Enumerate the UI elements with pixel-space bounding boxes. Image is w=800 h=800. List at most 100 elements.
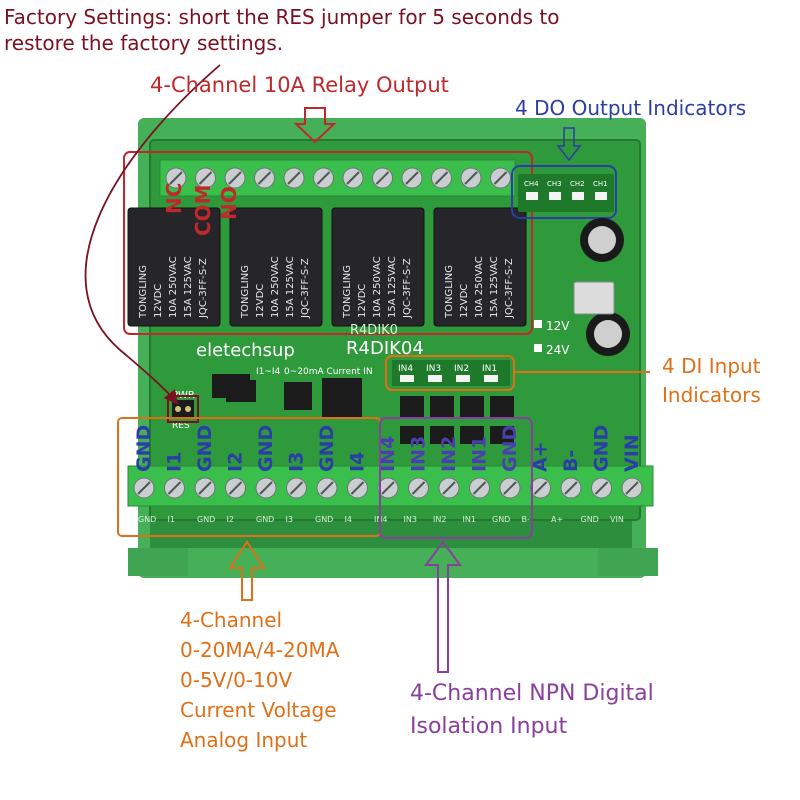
terminal-label: I1 bbox=[164, 452, 186, 472]
silk-label: I1 bbox=[168, 515, 175, 524]
silk-label: B- bbox=[522, 515, 530, 524]
silk-label: IN1 bbox=[463, 515, 476, 524]
do-label: CH4 bbox=[524, 180, 539, 188]
optocoupler bbox=[490, 426, 514, 444]
silk-label: I3 bbox=[286, 515, 293, 524]
relay-marking: TONGLING bbox=[138, 265, 149, 319]
relays: TONGLING 12VDC 10A 250VAC 15A 125VAC JQC-3FF… bbox=[127, 207, 527, 327]
silk-i-range: I1~I4 bbox=[256, 367, 281, 377]
do-led bbox=[572, 192, 584, 200]
factory-line-1: Factory Settings: short the RES jumper f… bbox=[4, 5, 560, 29]
res-highlight bbox=[167, 395, 199, 423]
optocoupler bbox=[400, 426, 424, 444]
relay-marking: 12VDC bbox=[153, 284, 164, 318]
terminal-label: IN4 bbox=[377, 436, 399, 472]
silk-label: GND bbox=[197, 515, 215, 524]
silk-label: GND bbox=[256, 515, 274, 524]
terminal-label: A+ bbox=[530, 441, 552, 472]
npn-line-2: Isolation Input bbox=[410, 714, 568, 739]
relay-marking: 15A 125VAC bbox=[489, 256, 500, 318]
relay-marking: 10A 250VAC bbox=[168, 256, 179, 318]
di-led bbox=[428, 375, 442, 382]
terminal-label: GND bbox=[591, 425, 613, 472]
relay-marking: 10A 250VAC bbox=[372, 256, 383, 318]
regulator bbox=[573, 281, 615, 315]
terminal-label: I4 bbox=[347, 452, 369, 472]
terminal-label: IN2 bbox=[438, 436, 460, 472]
analog-line: Analog Input bbox=[180, 728, 308, 752]
analog-input-label: 4-Channel 0-20MA/4-20MA 0-5V/0-10V Curre… bbox=[180, 605, 339, 755]
silk-label: GND bbox=[315, 515, 333, 524]
silk-current-in: 0~20mA Current IN bbox=[284, 367, 373, 377]
npn-arrow bbox=[424, 540, 462, 673]
top-screws bbox=[165, 167, 511, 189]
relay-markings: TONGLING 12VDC 10A 250VAC 15A 125VAC JQC-3FF… bbox=[138, 256, 209, 319]
optocoupler bbox=[490, 396, 514, 418]
optocoupler bbox=[430, 426, 454, 444]
terminal-label: GND bbox=[255, 425, 277, 472]
silk-label: I4 bbox=[345, 515, 352, 524]
do-arrow bbox=[556, 127, 582, 162]
ic-2 bbox=[284, 382, 312, 410]
di-label: IN2 bbox=[454, 364, 469, 374]
terminal-label: IN3 bbox=[408, 436, 430, 472]
analog-line: Current Voltage bbox=[180, 698, 337, 722]
relay-marking: 10A 250VAC bbox=[474, 256, 485, 318]
label-12v: 12V bbox=[546, 319, 570, 333]
optocoupler bbox=[460, 396, 484, 418]
relay-term-no: NO bbox=[217, 186, 241, 220]
di-indicators-label: 4 DI Input Indicators bbox=[662, 352, 761, 410]
terminal-label: I3 bbox=[286, 452, 308, 472]
silk-label: IN2 bbox=[433, 515, 446, 524]
silk-model-text: R4DIK0 bbox=[350, 323, 398, 338]
silk-label: GND bbox=[581, 515, 599, 524]
top-terminal-block bbox=[159, 159, 516, 197]
relay bbox=[433, 207, 527, 327]
ic-mcu bbox=[322, 378, 362, 418]
do-label: CH1 bbox=[593, 180, 608, 188]
relay bbox=[331, 207, 425, 327]
npn-line-1: 4-Channel NPN Digital bbox=[410, 681, 654, 706]
di-label: IN4 bbox=[398, 364, 413, 374]
terminal-label: VIN bbox=[621, 434, 643, 472]
factory-line-2: restore the factory settings. bbox=[4, 31, 284, 55]
relay-term-nc: NC bbox=[162, 183, 186, 214]
relay bbox=[229, 207, 323, 327]
relay-marking: 15A 125VAC bbox=[183, 256, 194, 318]
terminal-label: GND bbox=[194, 425, 216, 472]
analog-line: 0-20MA/4-20MA bbox=[180, 638, 340, 662]
relay-output-label: 4-Channel 10A Relay Output bbox=[150, 73, 449, 97]
do-led bbox=[526, 192, 538, 200]
di-label: IN3 bbox=[426, 364, 441, 374]
rail-foot-left bbox=[128, 548, 188, 576]
analog-line: 0-5V/0-10V bbox=[180, 668, 293, 692]
brand-text: eletechsup bbox=[196, 340, 295, 361]
silk-label: I2 bbox=[227, 515, 234, 524]
optocouplers bbox=[400, 396, 514, 444]
terminal-label: GND bbox=[133, 425, 155, 472]
model-text: R4DIK04 bbox=[346, 338, 424, 359]
do-indicators-label: 4 DO Output Indicators bbox=[515, 96, 747, 120]
di-line-2: Indicators bbox=[662, 383, 761, 407]
relay-marking: 12VDC bbox=[255, 284, 266, 318]
label-24v: 24V bbox=[546, 343, 570, 357]
analog-arrow bbox=[228, 540, 266, 601]
relay-marking: JQC-3FF-S-Z bbox=[198, 258, 209, 319]
rail-foot-right bbox=[598, 548, 658, 576]
silk-label: A+ bbox=[551, 515, 563, 524]
di-line-1: 4 DI Input bbox=[662, 354, 761, 378]
res-label: RES bbox=[172, 421, 190, 431]
terminal-label: GND bbox=[316, 425, 338, 472]
di-led bbox=[484, 375, 498, 382]
analog-line: 4-Channel bbox=[180, 608, 283, 632]
silk-label: GND bbox=[492, 515, 510, 524]
relay-marking: 15A 125VAC bbox=[285, 256, 296, 318]
